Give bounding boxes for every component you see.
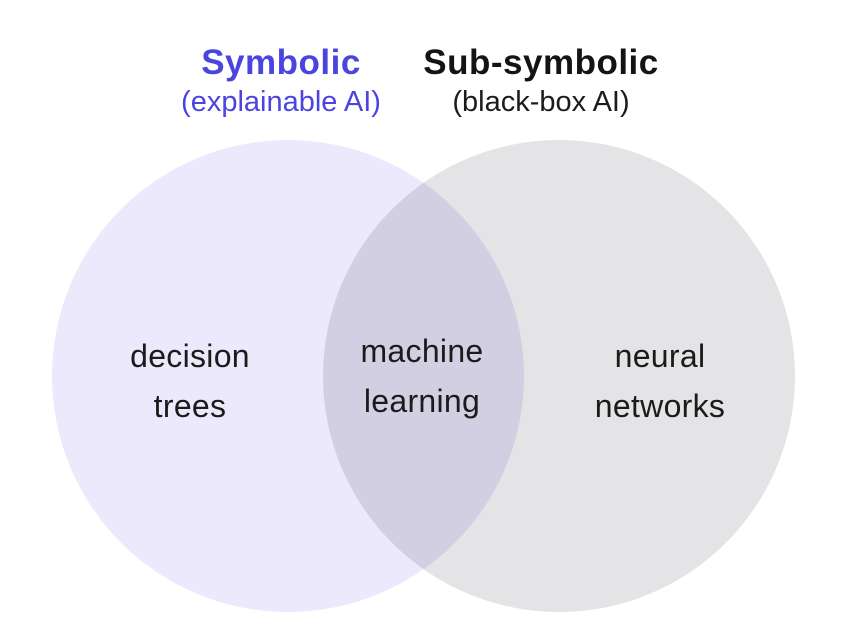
right-set-header: Sub-symbolic (black-box AI) [423, 42, 658, 120]
right-set-label: neural networks [594, 338, 726, 424]
right-set-subtitle: (black-box AI) [452, 86, 630, 118]
intersection-label: machine learning [360, 333, 484, 419]
right-set-circle [323, 140, 795, 612]
left-set-label: decision trees [130, 338, 250, 424]
left-set-subtitle: (explainable AI) [181, 86, 381, 118]
left-set-header: Symbolic (explainable AI) [181, 42, 381, 120]
right-set-title: Sub-symbolic [423, 43, 659, 82]
left-set-title: Symbolic [201, 43, 361, 82]
